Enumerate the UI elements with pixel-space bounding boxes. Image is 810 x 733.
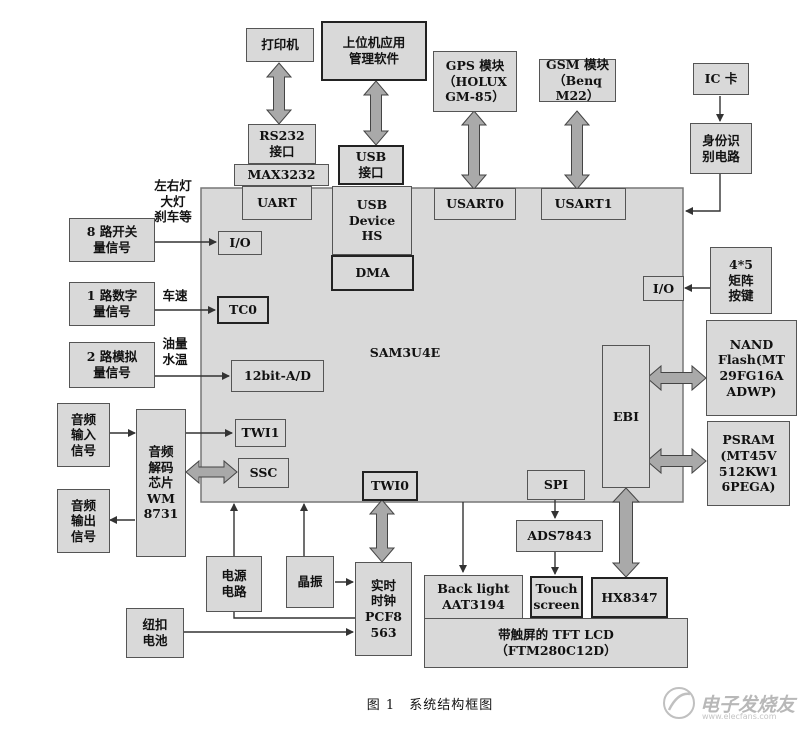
touch-screen-block: Touch screen	[530, 576, 583, 618]
nand-flash-block: NAND Flash(MT 29FG16A ADWP)	[706, 320, 797, 416]
arrow-host-usb	[362, 80, 390, 146]
arrow-gsm-usart1	[563, 110, 591, 190]
io-left-block: I/O	[218, 231, 262, 255]
usb-port-block: USB 接口	[338, 145, 404, 185]
arrow-codec-ssc	[185, 459, 238, 485]
digital-signal-block: 1 路数字 量信号	[69, 282, 155, 326]
tc0-block: TC0	[217, 296, 269, 324]
wire-power-rtc	[233, 612, 355, 619]
psram-block: PSRAM (MT45V 512KW1 6PEGA)	[707, 421, 790, 506]
host-app-block: 上位机应用 管理软件	[321, 21, 427, 81]
gps-module-block: GPS 模块 （HOLUX GM-85）	[433, 51, 517, 112]
audio-out-block: 音频 输出 信号	[57, 489, 110, 553]
analog-signal-block: 2 路模拟 量信号	[69, 342, 155, 388]
uart-block: UART	[242, 186, 312, 220]
twi0-block: TWI0	[362, 471, 418, 501]
figure-caption: 图 1 系统结构框图	[366, 698, 494, 713]
adc-block: 12bit-A/D	[231, 360, 324, 392]
ssc-block: SSC	[238, 458, 289, 488]
audio-codec-block: 音频 解码 芯片 WM 8731	[136, 409, 186, 557]
lights-label: 左右灯 大灯 刹车等	[154, 178, 192, 225]
arrow-twi0-rtc	[368, 499, 396, 563]
arrow-gps-usart0	[460, 110, 488, 190]
printer-block: 打印机	[246, 28, 314, 62]
max3232-block: MAX3232	[234, 164, 329, 186]
wire-id-mcu	[685, 174, 721, 215]
dma-block: DMA	[331, 255, 414, 291]
id-circuit-block: 身份识 别电路	[690, 123, 752, 174]
spi-block: SPI	[527, 470, 585, 500]
io-right-block: I/O	[643, 276, 684, 301]
rs232-block: RS232 接口	[248, 124, 316, 164]
usart0-block: USART0	[434, 188, 516, 220]
arrow-printer-rs232	[265, 62, 293, 125]
mcu-label: SAM3U4E	[369, 345, 441, 360]
ads7843-block: ADS7843	[516, 520, 603, 552]
circle-swoosh-icon	[663, 687, 695, 719]
arrow-ebi-hx8347	[611, 487, 641, 578]
crystal-block: 晶振	[286, 556, 334, 608]
rtc-block: 实时 时钟 PCF8 563	[355, 562, 412, 656]
oil-temp-label: 油量 水温	[162, 336, 188, 367]
backlight-block: Back light AAT3194	[424, 575, 523, 619]
ic-card-block: IC 卡	[693, 63, 749, 95]
speed-label: 车速	[162, 288, 188, 303]
watermark-text: 电子发烧友	[700, 694, 796, 716]
watermark-url: www.elecfans.com	[702, 712, 777, 721]
usart1-block: USART1	[541, 188, 626, 220]
twi1-block: TWI1	[235, 419, 286, 447]
audio-in-block: 音频 输入 信号	[57, 403, 110, 467]
hx8347-block: HX8347	[591, 577, 668, 618]
tft-lcd-block: 带触屏的 TFT LCD （FTM280C12D）	[424, 618, 688, 668]
usb-device-block: USB Device HS	[332, 186, 412, 255]
watermark: 电子发烧友 www.elecfans.com	[660, 684, 800, 724]
coin-battery-block: 纽扣 电池	[126, 608, 184, 658]
switch-signal-block: 8 路开关 量信号	[69, 218, 155, 262]
arrow-ebi-psram	[646, 447, 707, 475]
keypad-block: 4*5 矩阵 按键	[710, 247, 772, 314]
power-block: 电源 电路	[206, 556, 262, 612]
ebi-block: EBI	[602, 345, 650, 488]
gsm-module-block: GSM 模块 （Benq M22）	[539, 57, 616, 103]
